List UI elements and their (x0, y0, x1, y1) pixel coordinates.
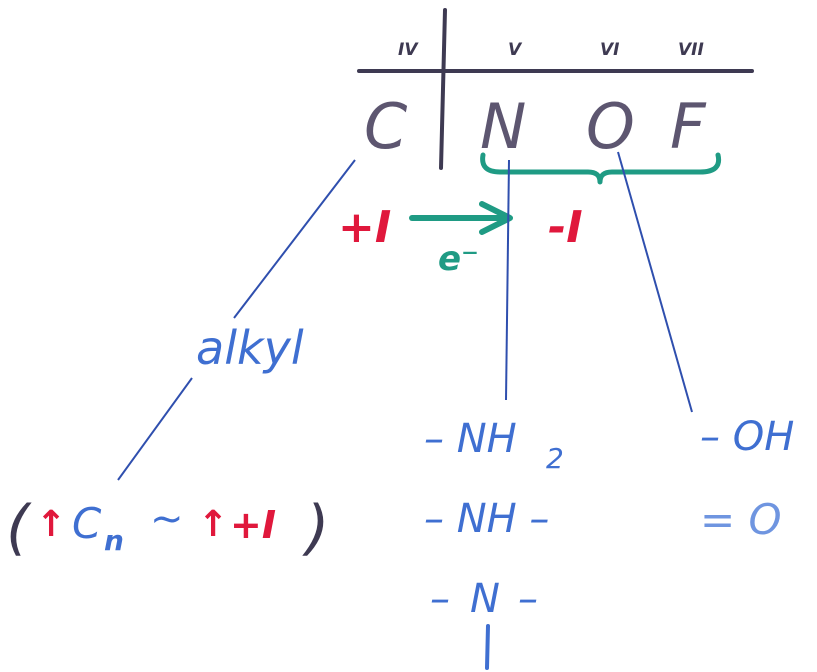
relation-plus-i: +I (230, 503, 276, 547)
alkyl-relation: ( ↑ C n ~ ↑ +I ) (6, 493, 329, 563)
relation-carbon: C (72, 499, 102, 548)
arrow-head-icon (479, 201, 513, 235)
relation-open-paren: ( (6, 493, 32, 563)
relation-tilde: ~ (150, 496, 184, 542)
positive-inductive-label: +I (338, 202, 391, 253)
electron-symbol: e⁻ (438, 239, 479, 279)
arrow-up-icon: ↑ (198, 504, 228, 545)
tertiary-n-center: N (470, 576, 500, 622)
group-header-iv: IV (398, 40, 419, 60)
hydroxyl-group: – OH (700, 414, 794, 460)
element-f: F (670, 90, 707, 163)
table-vertical-line (439, 8, 447, 170)
connector-n-to-amines (505, 159, 510, 401)
relation-subscript-n: n (104, 524, 124, 557)
imino-group: – NH – (424, 496, 549, 542)
connector-c-to-alkyl (233, 159, 356, 319)
carbonyl-group: = O (700, 495, 782, 544)
element-c: C (364, 90, 408, 163)
group-header-v: V (508, 40, 523, 60)
group-brace (480, 152, 722, 185)
relation-close-paren: ) (302, 493, 329, 563)
element-n: N (480, 90, 526, 163)
negative-inductive-label: -I (548, 202, 583, 253)
amino-subscript: 2 (546, 442, 564, 475)
tertiary-n-right-bond: – (518, 576, 538, 622)
connector-alkyl-to-relation (117, 377, 193, 481)
alkyl-label: alkyl (196, 321, 304, 375)
tertiary-n-left-bond: – (430, 576, 450, 622)
tertiary-n-down-bond (485, 624, 490, 670)
oxygen-groups: – OH = O (700, 414, 794, 544)
group-header-vii: VII (678, 40, 704, 60)
arrow-up-icon: ↑ (36, 504, 66, 545)
group-header-vi: VI (600, 40, 619, 60)
amino-group: – NH (424, 416, 517, 462)
connector-o-to-oxygen-groups (617, 151, 693, 413)
element-o: O (586, 90, 635, 163)
nitrogen-groups: – NH 2 – NH – – N – (424, 416, 564, 670)
